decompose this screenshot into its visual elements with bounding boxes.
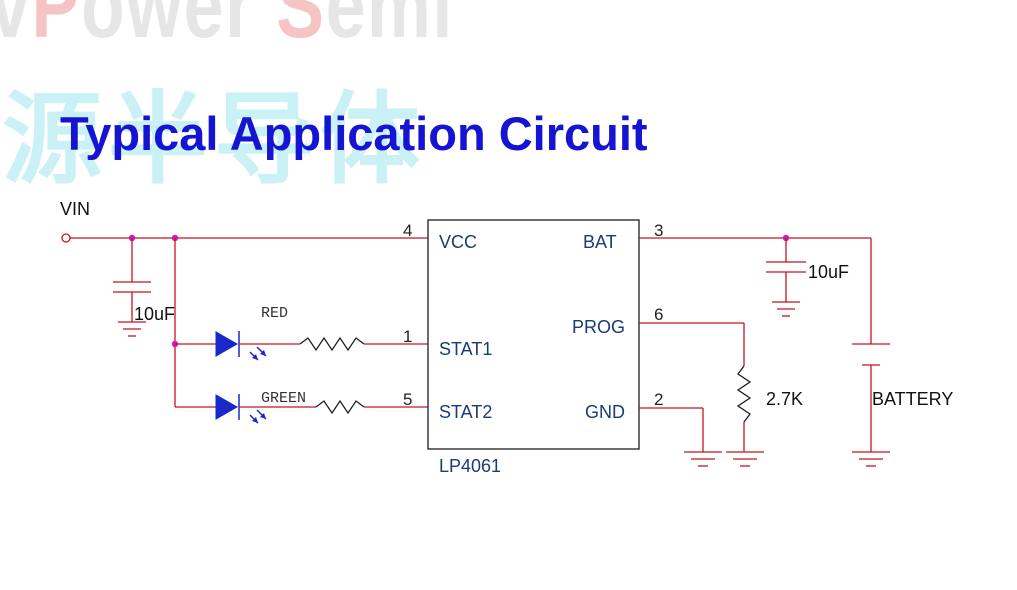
watermark-latin-accent-1: P (31, 0, 81, 57)
pin-number-gnd: 2 (654, 390, 663, 409)
pin-number-bat: 3 (654, 221, 663, 240)
ground-symbol (726, 451, 764, 467)
ground-symbol (118, 321, 146, 337)
red-led-resistor (299, 336, 365, 352)
ground-symbol (852, 451, 890, 467)
watermark-latin-mid: ower (80, 0, 277, 57)
pin-number-vcc: 4 (403, 221, 412, 240)
pin-name-bat: BAT (583, 232, 617, 252)
ground-symbol (684, 451, 722, 467)
input-cap-value: 10uF (134, 304, 175, 324)
prog-resistor (736, 365, 752, 423)
vin-terminal (61, 233, 71, 243)
prog-resistor-value: 2.7K (766, 389, 803, 409)
battery-label: BATTERY (872, 389, 953, 409)
pin-number-stat2: 5 (403, 390, 412, 409)
pin-number-prog: 6 (654, 305, 663, 324)
output-capacitor (766, 238, 806, 302)
pin-name-prog: PROG (572, 317, 625, 337)
pin-name-stat2: STAT2 (439, 402, 492, 422)
watermark-latin-suffix: emi (325, 0, 454, 57)
pin-number-stat1: 1 (403, 327, 412, 346)
ic-body (427, 219, 640, 450)
battery-icon (852, 238, 890, 452)
watermark-cjk-text: 源半导体 (2, 81, 426, 198)
green-led-label: GREEN (261, 390, 306, 407)
ground-symbol (772, 301, 800, 317)
watermark-brand-text: vPower Semi (0, 0, 454, 59)
ic-part-number: LP4061 (439, 456, 501, 476)
vin-label: VIN (60, 199, 90, 219)
page-title: Typical Application Circuit (60, 107, 648, 160)
green-led-icon (215, 394, 267, 424)
pin-name-vcc: VCC (439, 232, 477, 252)
pin-name-gnd: GND (585, 402, 625, 422)
output-cap-value: 10uF (808, 262, 849, 282)
watermark-latin-accent-2: S (276, 0, 326, 57)
watermark-latin-prefix: v (0, 0, 31, 57)
input-capacitor (113, 238, 151, 322)
red-led-icon (215, 331, 267, 361)
green-led-resistor (315, 399, 365, 415)
red-led-label: RED (261, 305, 288, 322)
pin-name-stat1: STAT1 (439, 339, 492, 359)
